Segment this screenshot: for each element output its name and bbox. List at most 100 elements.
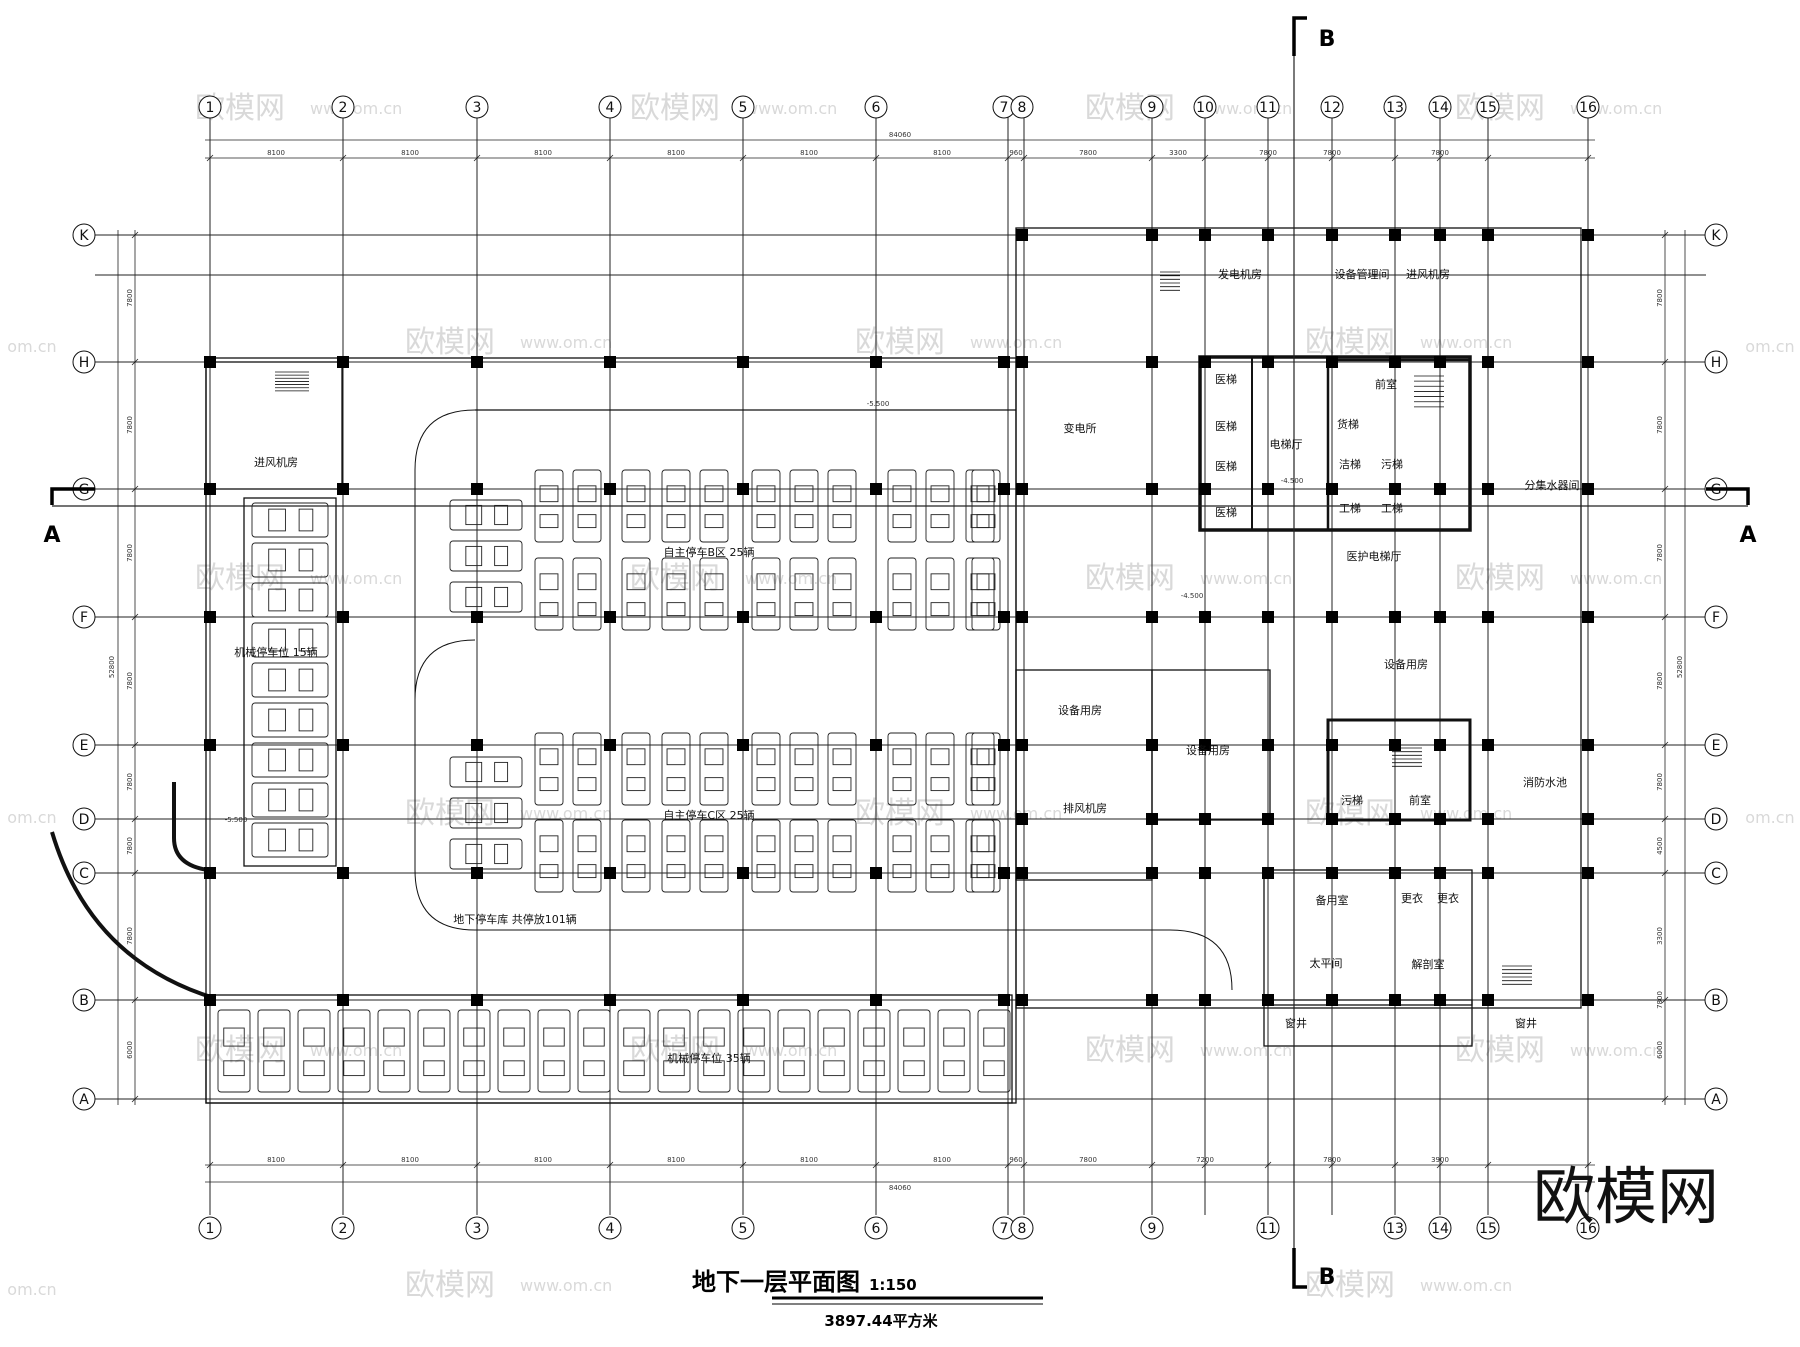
ramp-wall-inner: [172, 782, 209, 872]
dim-total-bottom: 84060: [889, 1184, 911, 1192]
watermark-text: 欧模网: [1305, 796, 1395, 831]
axis-bubble: [72, 223, 96, 247]
column: [1146, 994, 1158, 1006]
watermark-text: 欧模网: [855, 796, 945, 831]
car-windshield: [823, 1027, 845, 1047]
column: [1262, 994, 1274, 1006]
car-rear-window: [704, 777, 724, 792]
dim-total-right: 52800: [1676, 656, 1684, 678]
car-windshield: [756, 485, 776, 503]
axis-bubble: [72, 1087, 96, 1111]
car-windshield: [465, 761, 483, 783]
car-rear-window: [298, 628, 314, 652]
dim-right: 7800: [1656, 672, 1664, 690]
car-rear-window: [298, 748, 314, 772]
car-body: [925, 732, 955, 806]
car-body: [897, 1009, 931, 1093]
column: [1389, 739, 1401, 751]
car-rear-window: [298, 828, 314, 852]
car-rear-window: [930, 514, 950, 529]
car-rear-window: [970, 864, 990, 879]
car-rear-window: [756, 602, 776, 617]
car-rear-window: [494, 802, 509, 824]
car-windshield: [383, 1027, 405, 1047]
room-equip-mgmt: 设备管理间: [1335, 267, 1390, 281]
car-windshield: [903, 1027, 925, 1047]
axis-label: 3: [473, 1221, 482, 1237]
axis-bubble: [331, 1216, 355, 1240]
car-body: [817, 1009, 851, 1093]
column: [1016, 356, 1028, 368]
axis-label: F: [1712, 610, 1720, 626]
car-body: [971, 819, 1001, 893]
column: [1482, 867, 1494, 879]
column: [337, 483, 349, 495]
car-rear-window: [539, 514, 559, 529]
column: [998, 356, 1010, 368]
car-body: [661, 557, 691, 631]
dim-top: 3300: [1169, 149, 1187, 157]
car-body: [537, 1009, 571, 1093]
car-windshield: [263, 1027, 285, 1047]
watermark-url: www.om.cn: [310, 569, 402, 588]
column: [1326, 611, 1338, 623]
car-rear-window: [783, 1060, 805, 1077]
watermark-url: www.om.cn: [310, 1041, 402, 1060]
car-side: [449, 838, 523, 870]
column: [1146, 356, 1158, 368]
car-bay: [887, 557, 917, 631]
column: [471, 356, 483, 368]
column: [737, 356, 749, 368]
axis-bubble: [1704, 350, 1728, 374]
mech-car-left: [251, 582, 329, 618]
car-windshield: [756, 573, 776, 591]
car-windshield: [666, 573, 686, 591]
car-bay: [827, 732, 857, 806]
axis-label: 5: [739, 1221, 748, 1237]
dim-bottom: 7200: [1196, 1156, 1214, 1164]
mech-car-bottom: [457, 1009, 491, 1093]
axis-bubble: [198, 1216, 222, 1240]
axis-bubble: [465, 95, 489, 119]
column: [998, 994, 1010, 1006]
axis-label: C: [79, 866, 89, 882]
dim-right: 6000: [1656, 1041, 1664, 1059]
car-body: [621, 557, 651, 631]
room-zone-c: 自主停车C区 25辆: [663, 808, 754, 822]
car-rear-window: [577, 864, 597, 879]
level-mark: -4.500: [1281, 477, 1304, 485]
car-body: [887, 819, 917, 893]
column: [1482, 483, 1494, 495]
car-rear-window: [970, 602, 990, 617]
column: [604, 356, 616, 368]
mech-car-left: [251, 542, 329, 578]
axis-label: 6: [872, 100, 881, 116]
column: [1016, 611, 1028, 623]
car-rear-window: [666, 602, 686, 617]
car-rear-window: [543, 1060, 565, 1077]
car-windshield: [943, 1027, 965, 1047]
column: [1199, 739, 1211, 751]
dim-bottom: 3900: [1431, 1156, 1449, 1164]
car-body: [251, 822, 329, 858]
car-body: [661, 819, 691, 893]
section-label: A: [1739, 523, 1756, 548]
room-equip-3: 设备用房: [1384, 657, 1428, 671]
car-rear-window: [743, 1060, 765, 1077]
car-windshield: [704, 748, 724, 766]
car-body: [789, 819, 819, 893]
watermark-text: 欧模网: [630, 1033, 720, 1068]
car-rear-window: [703, 1060, 725, 1077]
car-body: [251, 782, 329, 818]
room-fire-pool: 消防水池: [1523, 775, 1567, 789]
watermark-url: www.om.cn: [1200, 569, 1292, 588]
car-windshield: [577, 748, 597, 766]
dim-top: 8100: [667, 149, 685, 157]
axis-bubble: [1256, 95, 1280, 119]
car-body: [417, 1009, 451, 1093]
column: [1326, 813, 1338, 825]
car-rear-window: [756, 864, 776, 879]
dim-bottom: 8100: [933, 1156, 951, 1164]
car-rear-window: [823, 1060, 845, 1077]
column: [1146, 229, 1158, 241]
